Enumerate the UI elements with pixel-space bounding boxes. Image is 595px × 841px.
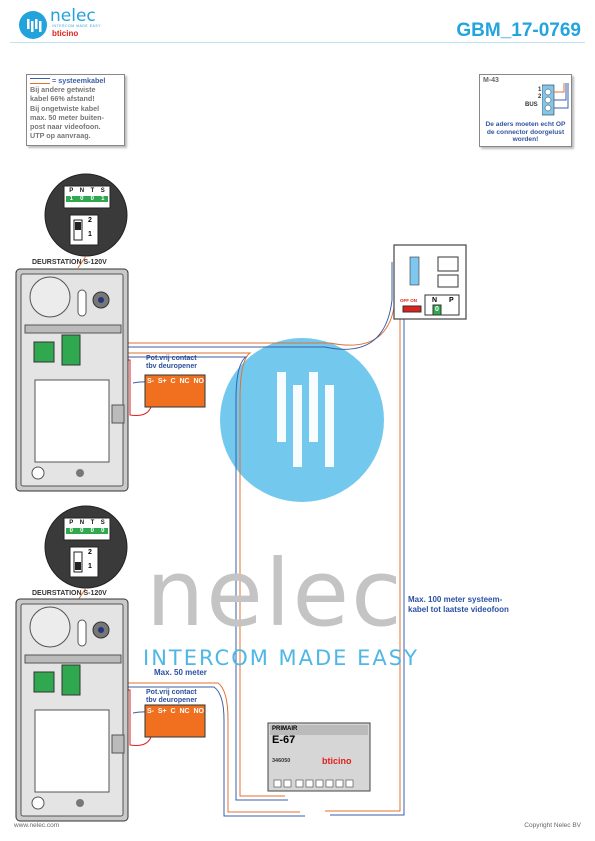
psu-code: 346050 xyxy=(272,758,291,764)
monitor-dip-header: N xyxy=(432,297,438,304)
switch-magnifier-top xyxy=(44,173,128,269)
footer-website[interactable]: www.nelec.com xyxy=(14,822,60,829)
door-station-top-graphic xyxy=(15,268,129,492)
legend-line: max. 50 meter buiten- xyxy=(30,112,104,122)
document-code: GBM_17-0769 xyxy=(456,20,581,41)
dip-pos: 1 xyxy=(88,231,92,238)
dip-value: 0 xyxy=(80,196,84,202)
monitor-dip-header: P xyxy=(449,297,454,304)
terminal-label: C xyxy=(170,708,176,715)
terminal-labels-bottom: S- S+ C NC NO xyxy=(147,708,204,715)
monitor-dip-value: 0 xyxy=(435,306,439,313)
logo-name: nelec xyxy=(50,6,96,26)
door-station-label: DEURSTATION S-120V xyxy=(32,590,107,597)
legend-line: kabel 66% afstand! xyxy=(30,94,95,104)
terminal-label: NC xyxy=(179,378,190,385)
legend-line: post naar videofoon. xyxy=(30,122,101,132)
header-divider xyxy=(10,42,585,43)
dip-header: N xyxy=(79,188,85,194)
terminal-label: C xyxy=(170,378,176,385)
dip-pos: 2 xyxy=(88,217,92,224)
psu-brand: bticino xyxy=(322,756,352,766)
m43-note: De aders moeten echt OP de connector doo… xyxy=(485,121,566,144)
psu-model: E-67 xyxy=(272,734,296,746)
door-station-label: DEURSTATION S-120V xyxy=(32,259,107,266)
footer-copyright: Copyright Nelec BV xyxy=(524,822,581,829)
terminal-label: S+ xyxy=(157,708,167,715)
dip-header: P xyxy=(69,188,74,194)
terminal-label: S- xyxy=(147,708,154,715)
cable-swatch-icon xyxy=(30,78,50,85)
legend-key: = systeemkabel xyxy=(52,76,106,85)
cable-legend: = systeemkabel Bij andere getwiste kabel… xyxy=(26,74,125,146)
dip-header: S xyxy=(100,520,105,526)
connector-block-icon xyxy=(542,83,569,116)
terminal-label: NO xyxy=(193,378,204,385)
dip-value: 1 xyxy=(101,196,105,202)
logo-brand: bticino xyxy=(52,29,79,38)
m43-pin: 2 xyxy=(538,94,542,100)
terminal-label: S+ xyxy=(157,378,167,385)
psu-graphic xyxy=(267,722,371,792)
dip-header: N xyxy=(79,520,85,526)
max-50-note: Max. 50 meter xyxy=(154,668,207,677)
contact-label: Pot.vrij contact tbv deuropener xyxy=(146,689,197,704)
contact-terminal-top xyxy=(144,374,206,408)
dip-switch-bottom: P N T S 0 0 0 0 xyxy=(66,520,108,534)
nelec-logo-icon xyxy=(19,11,47,39)
dip-value: 0 xyxy=(101,528,105,534)
dip-value: 1 xyxy=(69,196,73,202)
m43-pin: BUS xyxy=(525,102,538,108)
logo-tagline: INTERCOM MADE EASY xyxy=(52,24,102,28)
dip-header: P xyxy=(69,520,74,526)
m43-title: M-43 xyxy=(483,77,499,84)
terminal-label: NO xyxy=(193,708,204,715)
monitor-switch-label: OFF ON xyxy=(400,298,417,303)
door-station-bottom-graphic xyxy=(15,598,129,822)
dip-header: S xyxy=(100,188,105,194)
monitor-graphic xyxy=(393,244,467,320)
legend-line: Bij ongetwiste kabel xyxy=(30,103,100,113)
max-system-note: Max. 100 meter systeem- kabel tot laatst… xyxy=(408,595,509,614)
psu-primary-label: PRIMAIR xyxy=(272,726,298,732)
watermark-name: nelec xyxy=(146,540,404,647)
dip-header: T xyxy=(90,188,95,194)
terminal-labels-top: S- S+ C NC NO xyxy=(147,378,204,385)
dip-header: T xyxy=(90,520,95,526)
dip-value: 0 xyxy=(69,528,73,534)
dip-switch-top: P N T S 1 0 0 1 xyxy=(66,188,108,202)
contact-label: Pot.vrij contact tbv deuropener xyxy=(146,355,197,370)
dip-value: 0 xyxy=(90,196,94,202)
dip-pos: 1 xyxy=(88,563,92,570)
terminal-label: S- xyxy=(147,378,154,385)
contact-terminal-bottom xyxy=(144,704,206,738)
dip-value: 0 xyxy=(90,528,94,534)
legend-line: UTP op aanvraag. xyxy=(30,131,91,141)
dip-value: 0 xyxy=(80,528,84,534)
watermark-tagline: INTERCOM MADE EASY xyxy=(143,646,419,670)
terminal-label: NC xyxy=(179,708,190,715)
m43-pin: 1 xyxy=(538,87,542,93)
dip-pos: 2 xyxy=(88,549,92,556)
legend-line: Bij andere getwiste xyxy=(30,85,96,95)
m43-connector-box: M-43 1 2 BUS De aders moeten echt OP de … xyxy=(479,74,572,147)
